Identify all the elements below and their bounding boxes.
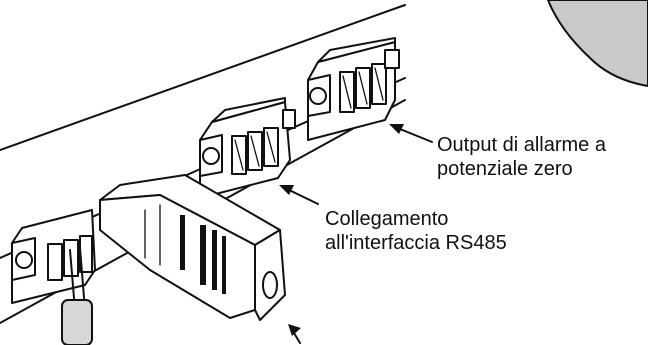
arrow-alarm-output [389,124,433,143]
alarm-output-label-line2: potenziale zero [437,158,573,180]
wired-terminal [11,209,96,304]
rs485-connection-label: Collegamento all'interfaccia RS485 [325,207,507,255]
cable [61,247,93,345]
alarm-output-label-line1: Output di allarme a [437,134,606,156]
alarm-output-terminal [307,37,400,141]
rs485-connection-label-line2: all'interfaccia RS485 [325,232,507,254]
arrow-rs485 [279,185,319,205]
rs485-connection-label-line1: Collegamento [325,208,449,230]
hand-illustration [546,0,648,88]
arrow-module [288,324,301,344]
plug-module [99,174,286,321]
housing-top-edge [0,4,406,151]
alarm-output-label: Output di allarme a potenziale zero [437,133,606,181]
rs485-terminal [199,97,296,199]
